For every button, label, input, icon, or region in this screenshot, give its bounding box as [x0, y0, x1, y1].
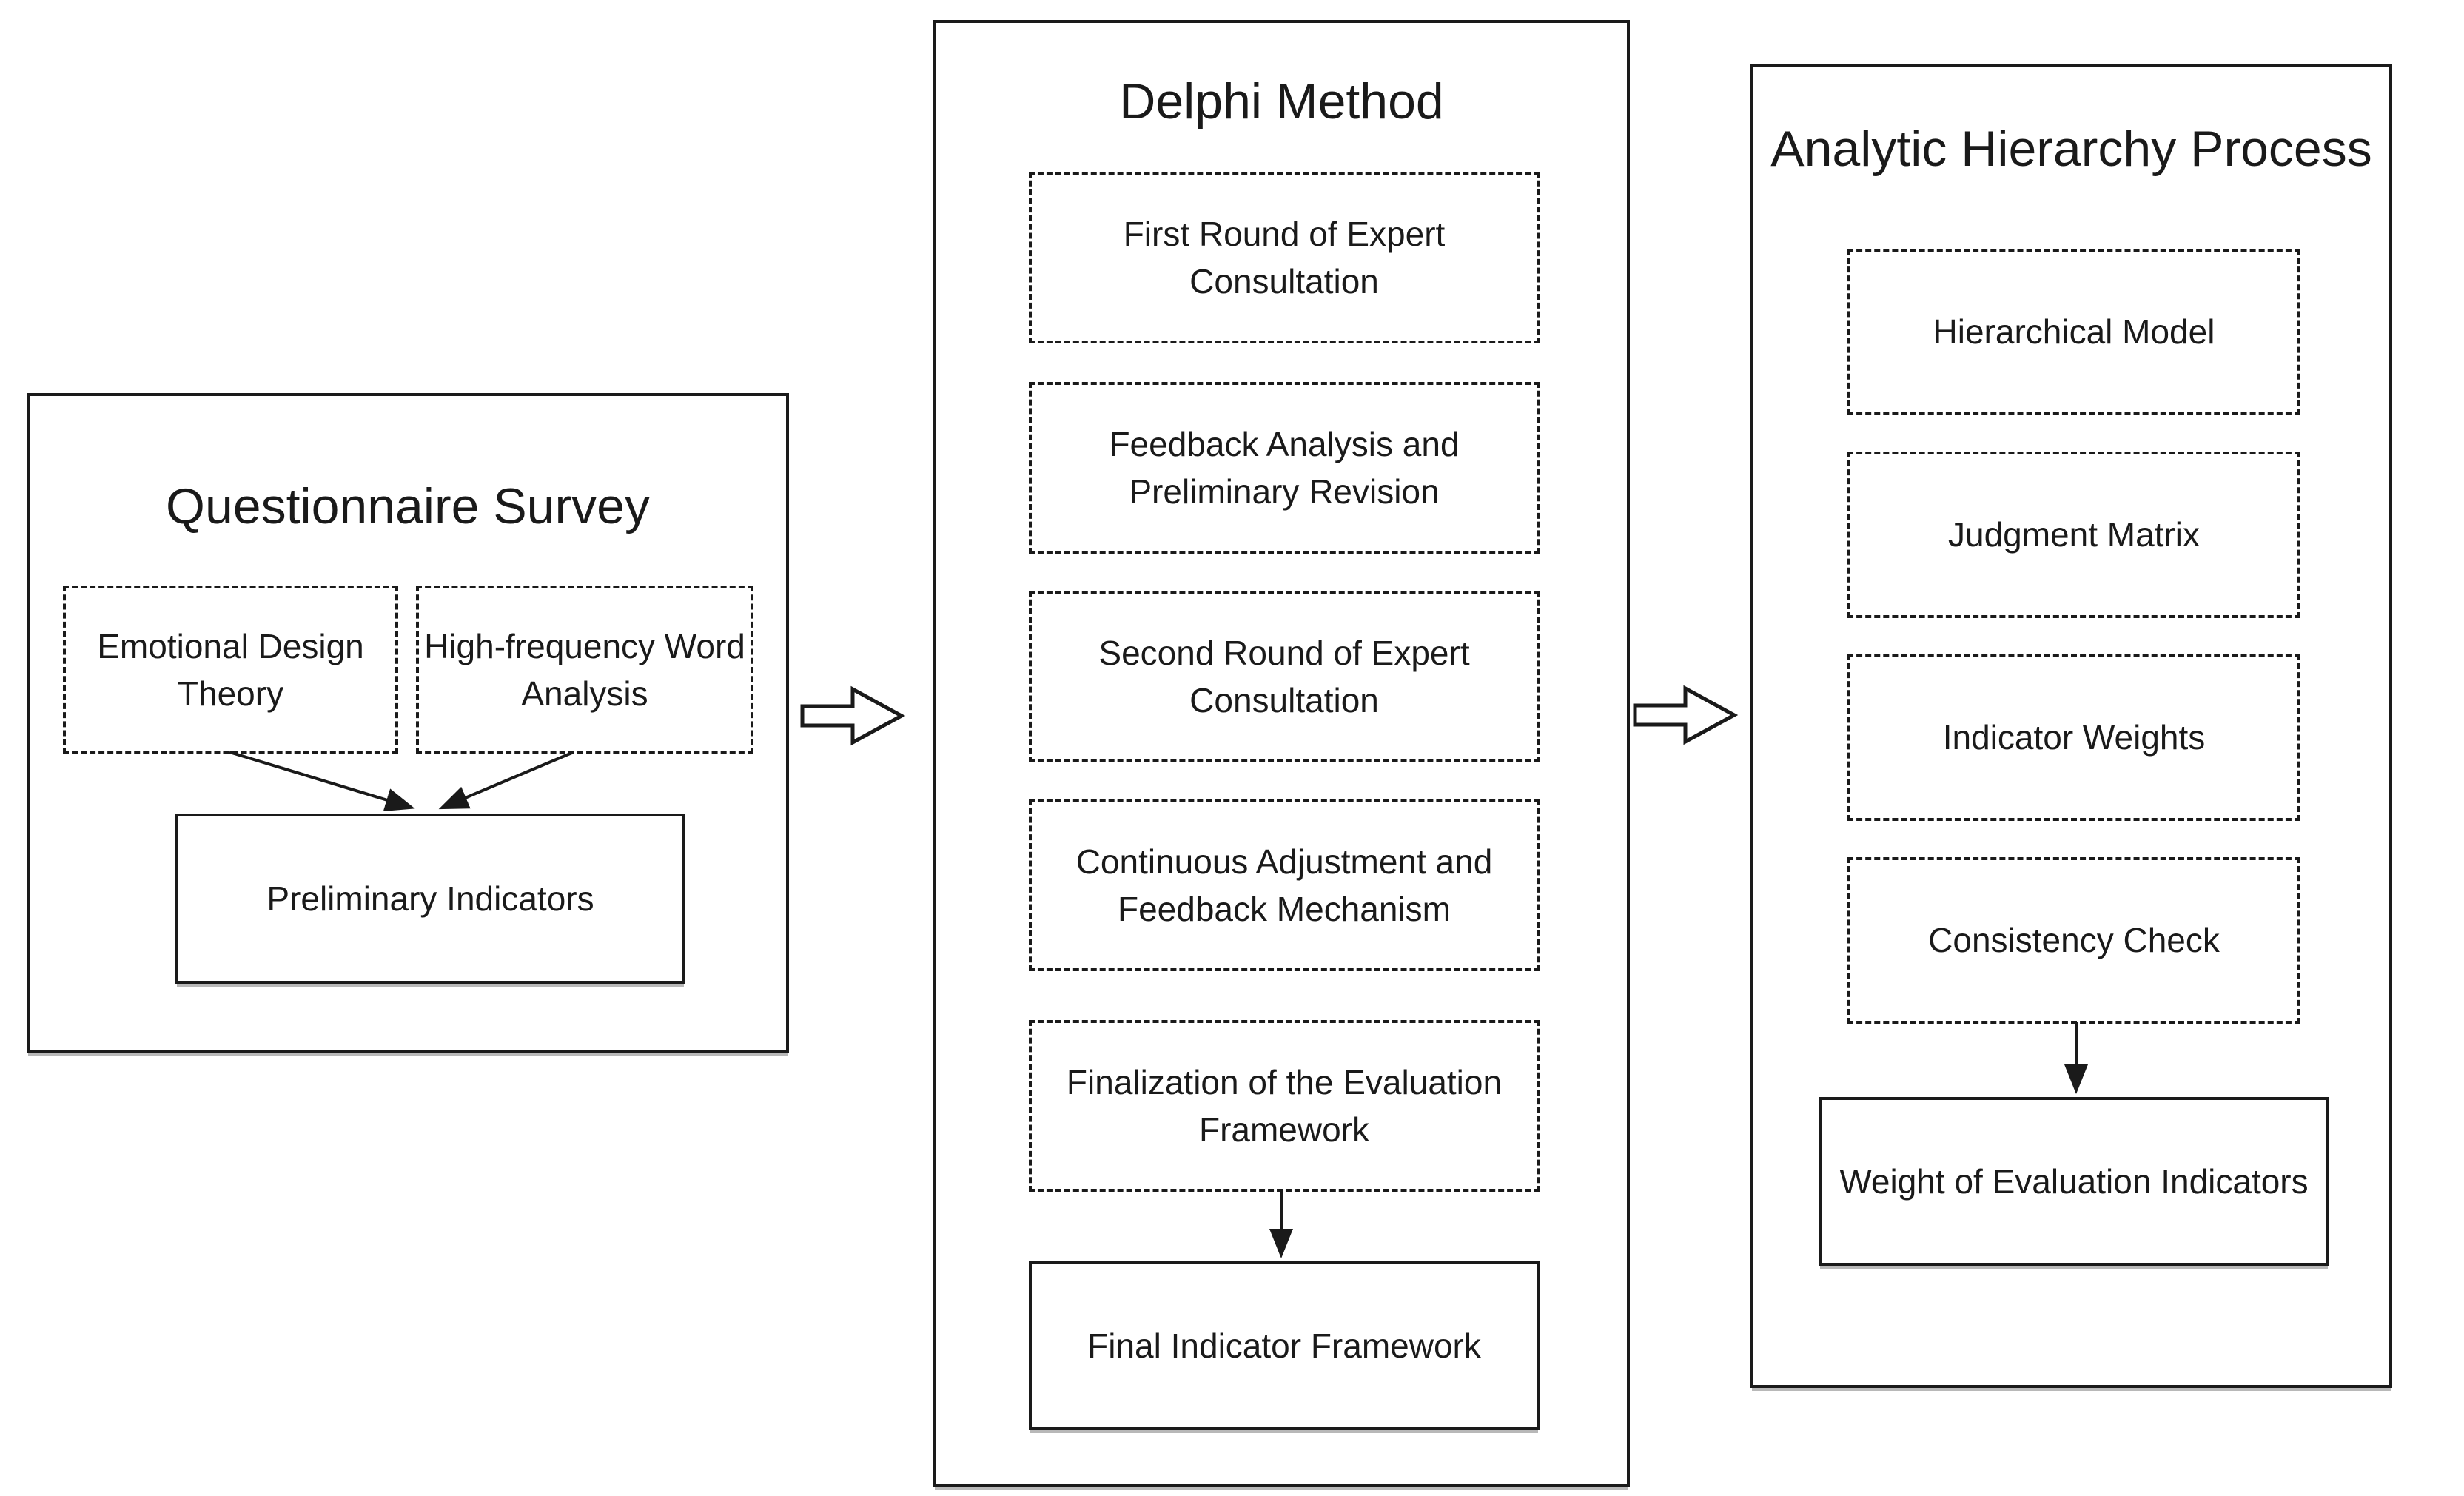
panel-questionnaire-survey: Questionnaire Survey Emotional Design Th… [27, 393, 789, 1053]
node-emotional-design-theory: Emotional Design Theory [63, 586, 398, 754]
panel-questionnaire-survey-title: Questionnaire Survey [166, 478, 650, 534]
panel-delphi-method-title: Delphi Method [1119, 73, 1444, 130]
node-high-frequency-word-analysis: High-frequency Word Analysis [416, 586, 753, 754]
node-finalization-evaluation-framework: Finalization of the Evaluation Framework [1029, 1020, 1540, 1192]
node-continuous-adjustment-feedback-mechanism: Continuous Adjustment and Feedback Mecha… [1029, 799, 1540, 971]
node-judgment-matrix: Judgment Matrix [1847, 452, 2300, 618]
node-first-round-expert-consultation: First Round of Expert Consultation [1029, 172, 1540, 343]
node-weight-of-evaluation-indicators: Weight of Evaluation Indicators [1819, 1097, 2329, 1266]
flow-arrow-delphi-to-ahp-icon [1633, 685, 1739, 745]
panel-delphi-method: Delphi Method First Round of Expert Cons… [933, 20, 1630, 1487]
flow-arrow-questionnaire-to-delphi-icon [800, 685, 906, 746]
node-feedback-analysis-preliminary-revision: Feedback Analysis and Preliminary Revisi… [1029, 382, 1540, 554]
node-preliminary-indicators: Preliminary Indicators [175, 814, 685, 984]
node-indicator-weights: Indicator Weights [1847, 654, 2300, 821]
node-hierarchical-model: Hierarchical Model [1847, 249, 2300, 415]
panel-analytic-hierarchy-process: Analytic Hierarchy Process Hierarchical … [1750, 64, 2392, 1388]
node-second-round-expert-consultation: Second Round of Expert Consultation [1029, 591, 1540, 762]
node-final-indicator-framework: Final Indicator Framework [1029, 1261, 1540, 1430]
node-consistency-check: Consistency Check [1847, 857, 2300, 1024]
panel-analytic-hierarchy-process-title: Analytic Hierarchy Process [1770, 121, 2372, 177]
